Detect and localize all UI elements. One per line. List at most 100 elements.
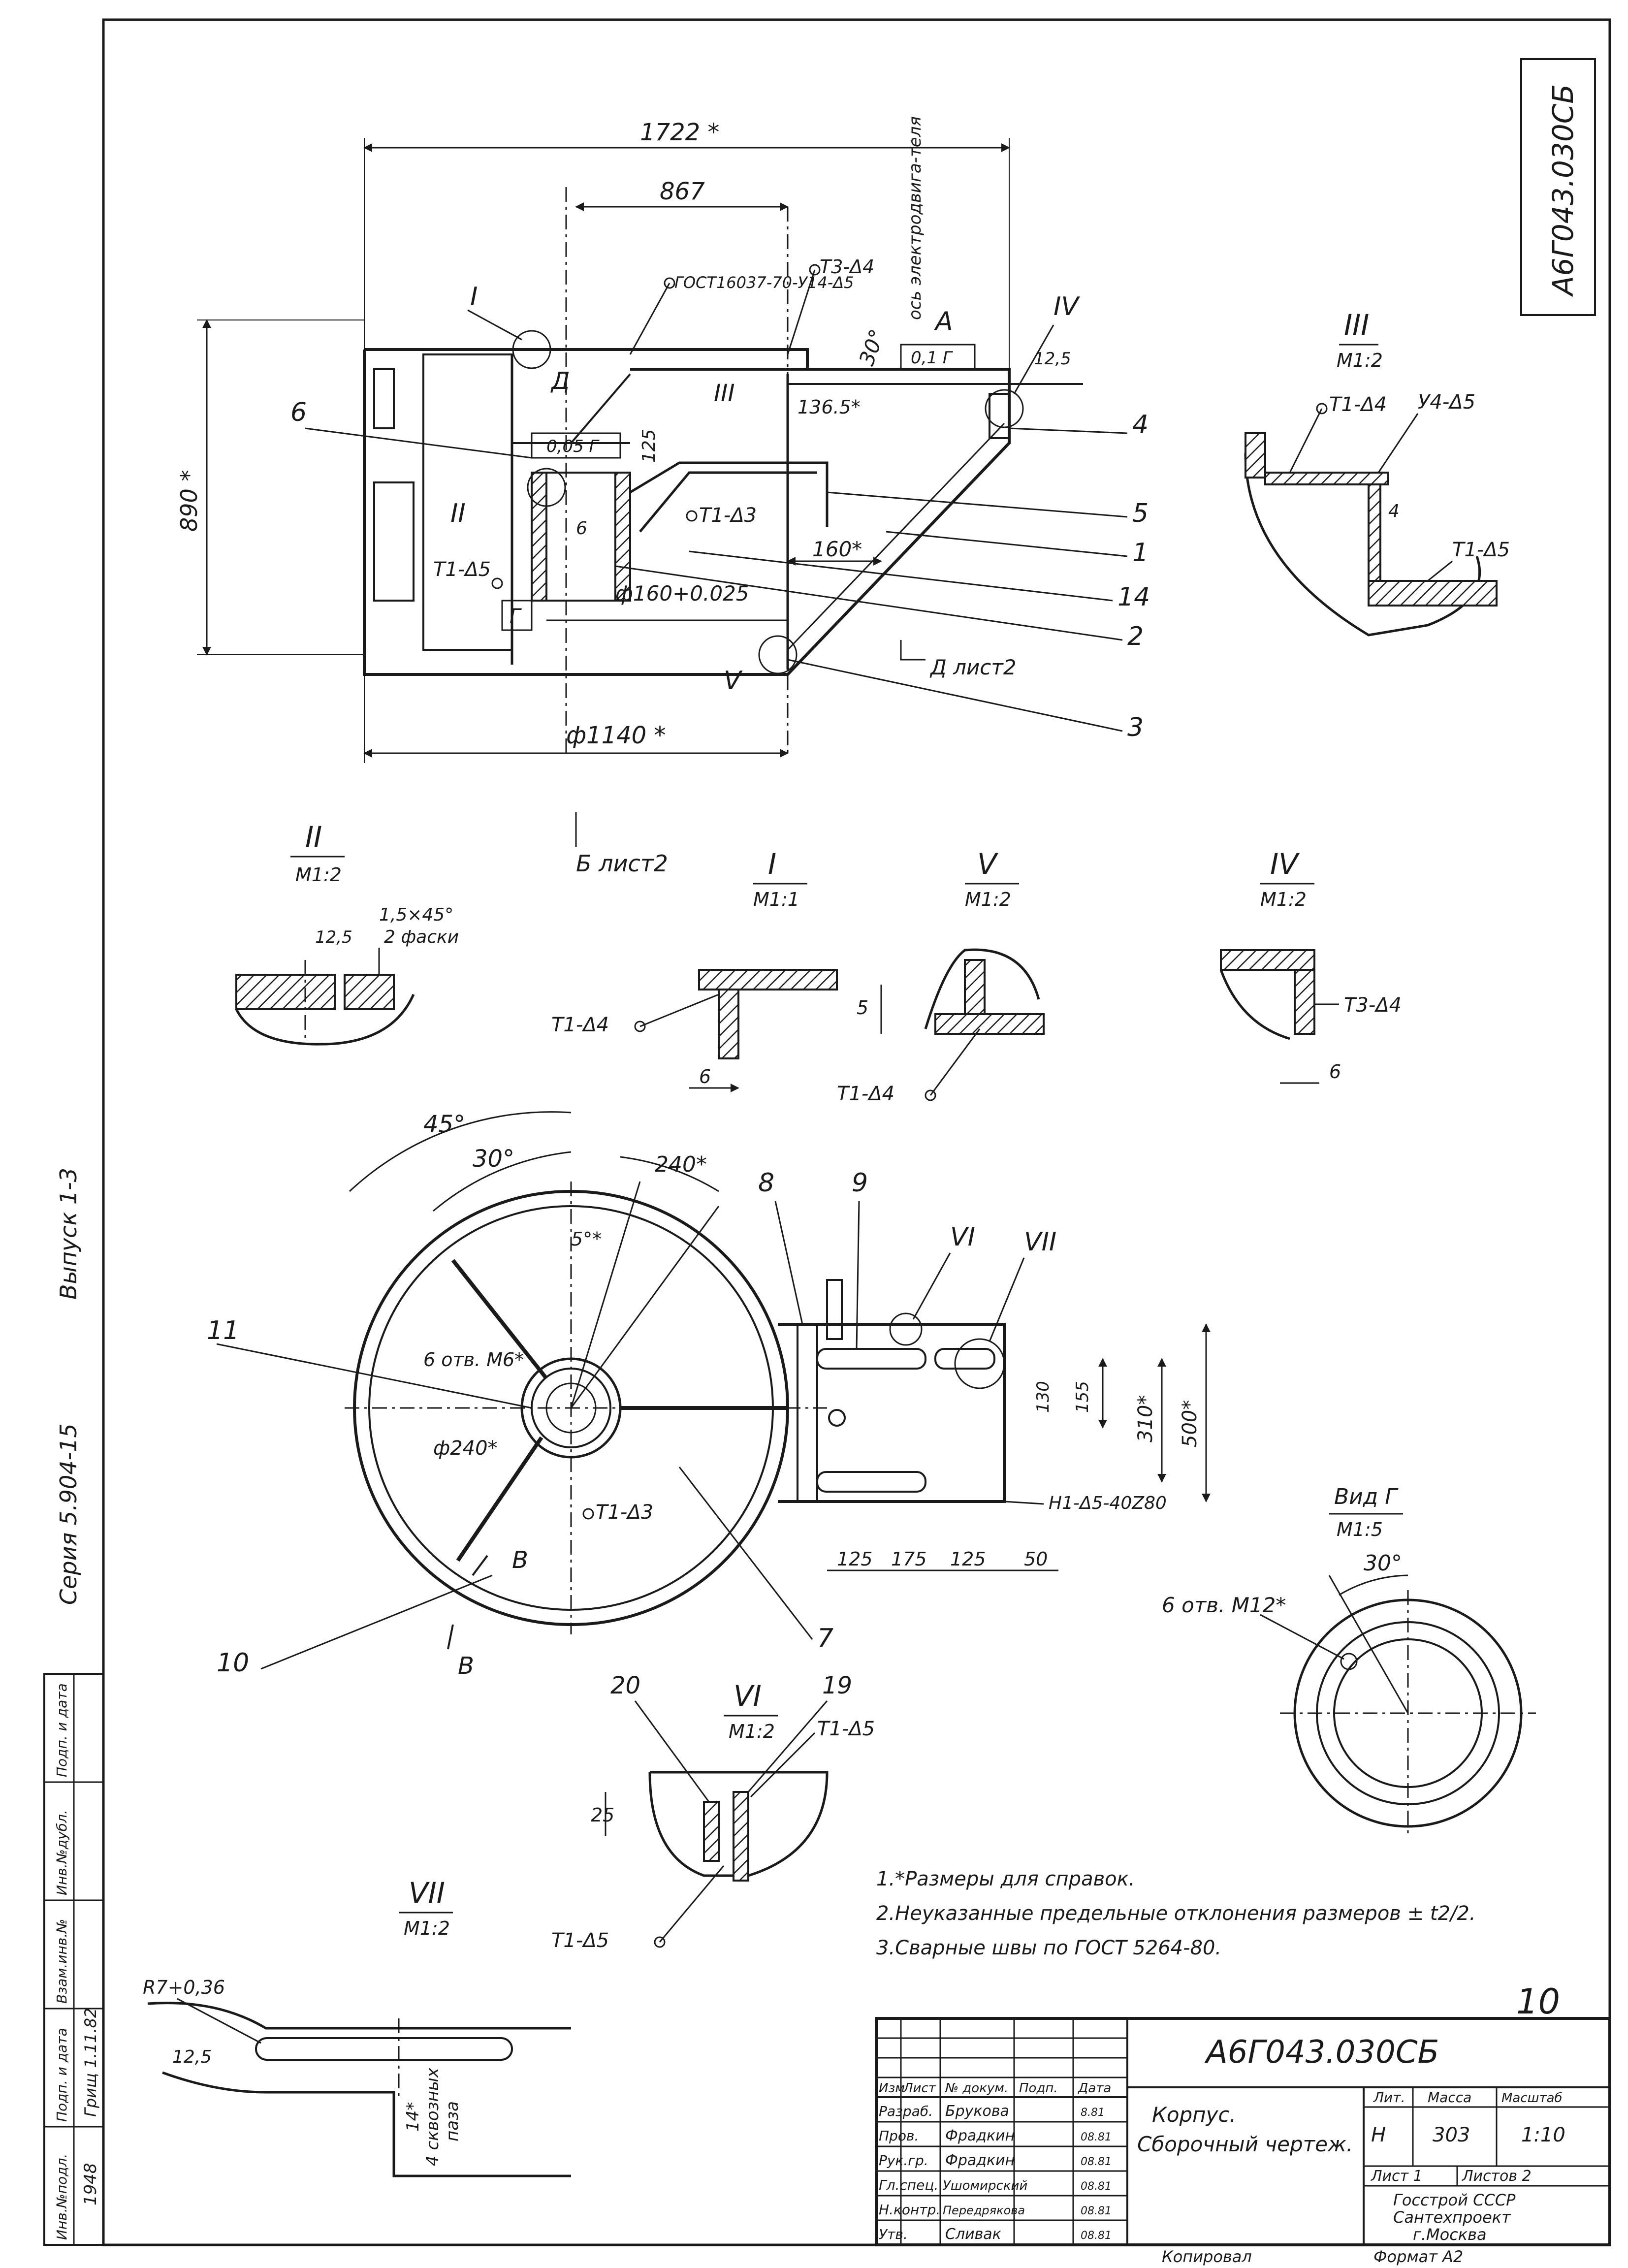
- footer-format: Формат А2: [1373, 2247, 1463, 2266]
- roman-7: VII: [1024, 1227, 1056, 1257]
- tb-lit-val: Н: [1371, 2124, 1386, 2146]
- detail-3-title: III: [1344, 308, 1369, 342]
- note-3: 3.Сварные швы по ГОСТ 5264-80.: [876, 1937, 1221, 1959]
- side-issue: Выпуск 1-3: [55, 1168, 82, 1300]
- dim-diam240: ф240*: [433, 1437, 498, 1460]
- detail-3-weld-t1-5: Т1-Δ5: [1452, 539, 1510, 561]
- detail-7-radius: R7+0,36: [143, 1977, 225, 1998]
- weld-gost: ГОСТ16037-70-У14-Δ5: [674, 273, 854, 292]
- strip-col5: Подп. и дата: [54, 1683, 70, 1777]
- roman-4: IV: [1053, 292, 1080, 321]
- pos-6: 6: [290, 398, 307, 427]
- dim-155: 155: [1073, 1381, 1092, 1413]
- dim-867: 867: [660, 178, 705, 205]
- weld-h1: Н1-Δ5-40Z80: [1049, 1493, 1167, 1513]
- tb-head-list: Лист: [903, 2081, 936, 2096]
- pos-1: 1: [1132, 538, 1149, 568]
- tb-role-5: Утв.: [879, 2226, 908, 2242]
- tb-mass-val: 303: [1433, 2124, 1470, 2146]
- detail-3-weld-t1-4: Т1-Δ4: [1329, 393, 1387, 416]
- tb-name-1: Корпус.: [1152, 2103, 1236, 2127]
- dim-height: 890 *: [176, 470, 202, 532]
- pos-10: 10: [217, 1648, 249, 1678]
- strip-col2: Подп. и дата: [54, 2028, 70, 2122]
- roughness: 12,5: [1034, 349, 1071, 369]
- tb-role-3: Гл.спец.: [879, 2177, 938, 2193]
- dim-30deg: 30°: [854, 326, 890, 369]
- detail-3: III М1:2 Т1-Δ4 У4-Δ5 Т1-Δ5 4: [1244, 308, 1510, 637]
- pos-9: 9: [852, 1168, 868, 1198]
- detail-3-dim-4: 4: [1388, 501, 1400, 521]
- dim-6-box: 6: [576, 518, 587, 539]
- detail-6-pos-19: 19: [822, 1672, 852, 1699]
- tb-sheet: Лист 1: [1371, 2168, 1423, 2185]
- tb-mass-head: Масса: [1428, 2089, 1471, 2106]
- detail-1-scale: М1:1: [753, 889, 799, 910]
- holes-m6: 6 отв. М6*: [423, 1349, 524, 1371]
- tb-lit-head: Лит.: [1373, 2089, 1405, 2106]
- roman-3: III: [714, 380, 734, 407]
- detail-4: IV М1:2 Т3-Δ4 6: [1219, 847, 1402, 1084]
- tol-flat: 0,05 Г: [546, 437, 600, 456]
- section-b-bottom: В: [458, 1652, 474, 1680]
- detail-1-title: I: [768, 847, 776, 881]
- dim-45: 45°: [423, 1111, 465, 1138]
- pos-4: 4: [1132, 410, 1149, 440]
- view-a: А: [934, 307, 953, 336]
- detail-5-dim: 5: [857, 997, 868, 1019]
- tb-date-5: 08.81: [1081, 2230, 1112, 2242]
- detail-7: VII М1:2 R7+0,36 12,5 14* 4 сквозных паз…: [143, 1876, 571, 2177]
- tb-role-4: Н.контр.: [879, 2202, 940, 2218]
- tb-date-1: 08.81: [1081, 2131, 1112, 2143]
- doc-code-stamp: [1520, 58, 1596, 316]
- roman-5: V: [724, 666, 743, 696]
- dim-130: 130: [1033, 1381, 1053, 1413]
- weld-t1-3: Т1-Δ3: [699, 504, 757, 527]
- detail-2-chamfer: 1,5×45°: [379, 905, 453, 925]
- detail-2-scale: М1:2: [295, 864, 342, 886]
- detail-5-title: V: [977, 847, 999, 881]
- detail-4-weld: Т3-Δ4: [1344, 994, 1402, 1017]
- tb-sheets: Листов 2: [1462, 2168, 1532, 2185]
- outer-frame: [102, 18, 1611, 2246]
- detail-2: II М1:2 12,5 1,5×45° 2 фаски: [235, 820, 459, 1046]
- strip-col3: Взам.инв.№: [54, 1919, 70, 2004]
- detail-6: VI М1:2 20 19 Т1-Δ5 25 Т1-Δ5: [551, 1672, 875, 1952]
- detail-6-weld-top: Т1-Δ5: [817, 1718, 875, 1740]
- detail-7-scale: М1:2: [404, 1917, 450, 1939]
- detail-6-dim-25: 25: [591, 1804, 614, 1826]
- pos-7: 7: [817, 1624, 833, 1653]
- roman-1: I: [470, 282, 478, 312]
- plan-weld-t1-3: Т1-Δ3: [596, 1501, 653, 1524]
- tb-person-5: Сливак: [945, 2226, 1001, 2243]
- dim-1365: 136.5*: [798, 396, 861, 418]
- pos-14: 14: [1117, 582, 1150, 612]
- strip-col4: Инв.№дубл.: [54, 1810, 70, 1895]
- dim-b4: 50: [1024, 1548, 1048, 1570]
- dim-diam1140: ф1140 *: [566, 722, 666, 749]
- tb-person-2: Фрадкин: [945, 2152, 1015, 2169]
- tb-person-0: Брукова: [945, 2103, 1009, 2120]
- tb-org-2: Сантехпроект: [1393, 2208, 1511, 2227]
- dim-240: 240*: [655, 1152, 707, 1177]
- view-g: Вид Г М1:5 30° 6 отв. М12*: [1162, 1484, 1536, 1836]
- dim-310: 310*: [1134, 1395, 1157, 1442]
- view-g-holes: 6 отв. М12*: [1162, 1593, 1286, 1617]
- dim-b1: 125: [837, 1548, 873, 1570]
- tb-org-3: г.Москва: [1413, 2225, 1487, 2244]
- doc-code-rot: А6Г043.030СБ: [1546, 84, 1580, 297]
- detail-1-weld: Т1-Δ4: [551, 1014, 609, 1036]
- pos-5: 5: [1132, 499, 1149, 528]
- side-series: Серия 5.904-15: [55, 1423, 82, 1605]
- tb-date-4: 08.81: [1081, 2205, 1112, 2217]
- plan-view: 45° 30° 240* 5°* 6 отв. М6* ф240* Т1-Δ3 …: [207, 1111, 1211, 1680]
- datum-g: Г: [510, 605, 522, 628]
- sheet-num: 10: [1516, 1981, 1560, 2022]
- tb-head-izm: Изм: [879, 2081, 905, 2096]
- tb-role-2: Рук.гр.: [879, 2152, 928, 2169]
- tb-org-1: Госстрой СССР: [1393, 2191, 1516, 2209]
- detail-7-slots-1: 14*: [403, 2102, 423, 2132]
- footer-copied: Копировал: [1162, 2247, 1252, 2266]
- tb-head-data: Дата: [1078, 2081, 1111, 2096]
